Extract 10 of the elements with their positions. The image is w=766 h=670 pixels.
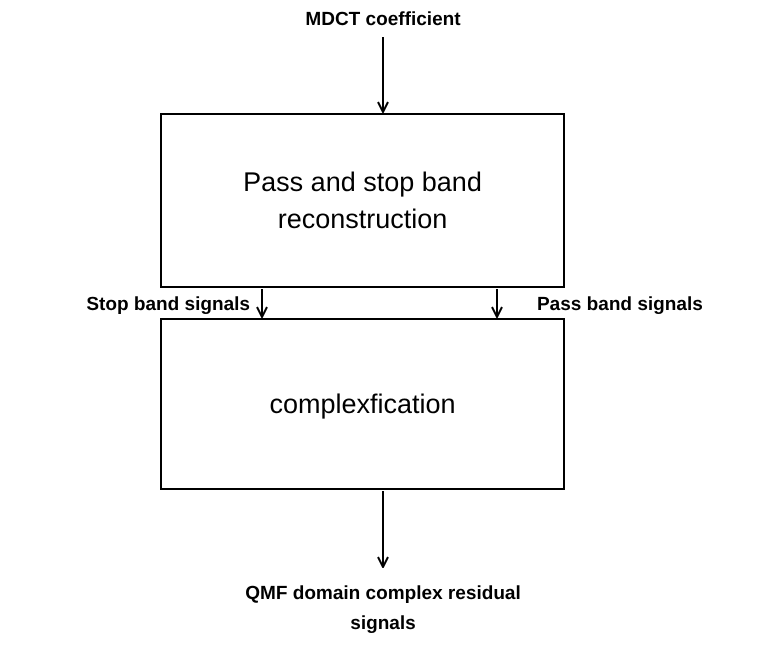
edge-label: Stop band signals <box>86 294 250 316</box>
arrow <box>256 289 268 318</box>
io-label: MDCT coefficient <box>233 4 533 36</box>
io-label: QMF domain complex residual signals <box>243 568 523 650</box>
edge-label: Pass band signals <box>537 294 703 316</box>
arrow <box>377 491 389 568</box>
process-box: complexfication <box>160 318 565 490</box>
process-box: Pass and stop band reconstruction <box>160 113 565 288</box>
arrow <box>377 37 389 113</box>
arrow <box>491 289 503 318</box>
